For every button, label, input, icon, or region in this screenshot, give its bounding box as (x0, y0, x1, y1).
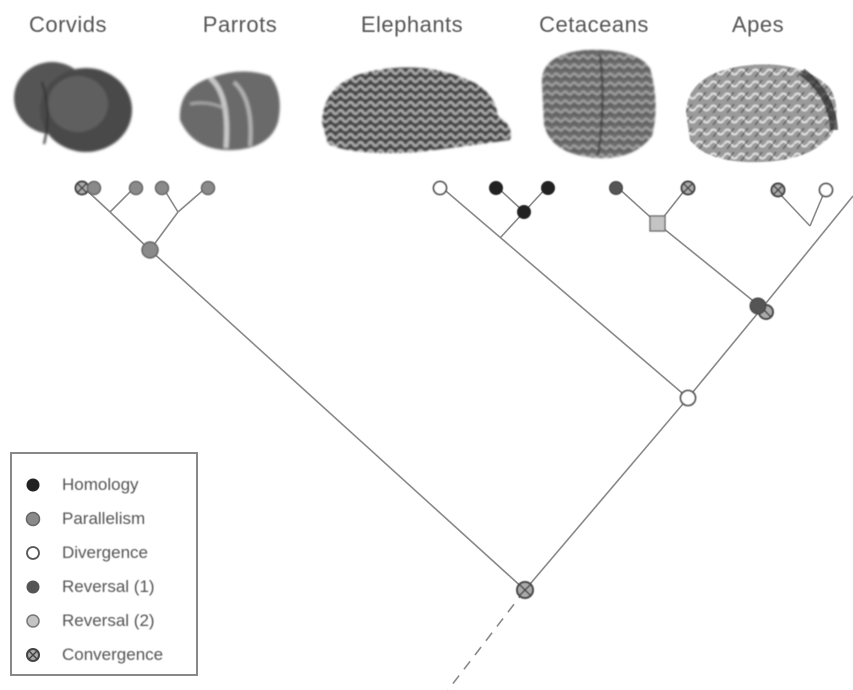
node-parallelism-parrot-tip-2 (156, 182, 169, 195)
legend-item-reversal-2: Reversal (2) (22, 606, 155, 636)
divergence-marker-icon (22, 542, 44, 564)
node-convergence-corvid-tip (76, 182, 89, 195)
legend-item-reversal-1: Reversal (1) (22, 572, 155, 602)
node-divergence-ape-tip (820, 184, 833, 197)
reversal1-marker-icon (22, 576, 44, 598)
legend-label: Reversal (2) (62, 611, 155, 631)
legend-item-divergence: Divergence (22, 538, 148, 568)
legend: Homology Parallelism Divergence Reversal… (10, 452, 198, 676)
node-convergence-ape-tip (772, 184, 785, 197)
convergence-marker-icon (22, 644, 44, 666)
homology-marker-icon (22, 474, 44, 496)
legend-label: Homology (62, 475, 139, 495)
reversal2-marker-icon (22, 610, 44, 632)
legend-label: Reversal (1) (62, 577, 155, 597)
parallelism-marker-icon (22, 508, 44, 530)
node-parallelism-parrot-tip-1 (130, 182, 143, 195)
legend-label: Divergence (62, 543, 148, 563)
legend-item-homology: Homology (22, 470, 139, 500)
node-parallelism-bird-ancestor (142, 242, 158, 258)
node-parallelism-corvid-tip (88, 182, 101, 195)
node-reversal2-cetacean-ancestor (650, 216, 665, 231)
node-convergence-root (517, 582, 533, 598)
node-homology-elephant-ancestor (518, 206, 531, 219)
node-divergence-elephant-tip (434, 182, 447, 195)
node-reversal1-cetacean-tip (610, 182, 623, 195)
legend-item-convergence: Convergence (22, 640, 163, 670)
node-reversal1-convergence-whale-ape-ancestor (750, 298, 773, 319)
node-homology-elephant-tip-1 (490, 182, 503, 195)
node-divergence-mammal-ancestor (681, 391, 696, 406)
legend-item-parallelism: Parallelism (22, 504, 145, 534)
legend-label: Convergence (62, 645, 163, 665)
node-convergence-cetacean-tip (682, 182, 695, 195)
node-homology-elephant-tip-2 (542, 182, 555, 195)
legend-label: Parallelism (62, 509, 145, 529)
node-parallelism-parrot-tip-3 (202, 182, 215, 195)
